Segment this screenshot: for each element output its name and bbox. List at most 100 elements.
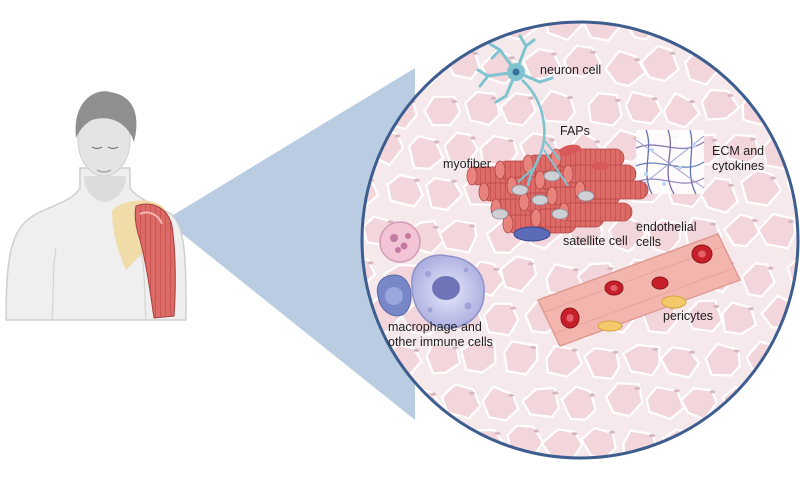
tissue-cell (419, 430, 459, 458)
tissue-nucleus (791, 303, 798, 307)
myofiber-end (546, 186, 558, 206)
tissue-nucleus (571, 432, 578, 436)
tissue-nucleus (652, 12, 658, 15)
tissue-cell (560, 385, 598, 422)
tissue-cell (756, 212, 797, 250)
tissue-nucleus (688, 9, 694, 12)
tissue-nucleus (527, 262, 534, 266)
tissue-nucleus (753, 57, 759, 62)
myonucleus (531, 194, 549, 206)
tissue-cell (739, 22, 784, 45)
tissue-cell (362, 430, 381, 458)
tissue-nucleus (430, 392, 437, 396)
tissue-cell (659, 345, 701, 379)
tissue-nucleus (769, 176, 776, 180)
tissue-nucleus (673, 223, 680, 227)
tissue-cell (764, 50, 798, 83)
label-ecm-line1: ECM and (712, 144, 765, 158)
tissue-nucleus (690, 433, 696, 437)
tissue-nucleus (469, 224, 475, 228)
tissue-nucleus (488, 16, 494, 19)
myofiber-end (518, 192, 530, 212)
tissue-nucleus (727, 183, 734, 187)
tissue-nucleus (413, 178, 420, 182)
tissue-cell (704, 342, 741, 377)
tissue-nucleus (713, 304, 720, 308)
tissue-cell (499, 255, 538, 293)
tissue-nucleus (507, 139, 514, 143)
tissue-cell (443, 131, 479, 164)
tissue-cell (587, 92, 623, 127)
tissue-nucleus (490, 96, 497, 100)
label-myofiber: myofiber (443, 157, 491, 171)
tissue-nucleus (371, 436, 377, 440)
tissue-nucleus (770, 435, 777, 439)
tissue-nucleus (549, 138, 555, 142)
tissue-nucleus (711, 138, 718, 142)
tissue-nucleus (468, 391, 475, 395)
tissue-nucleus (609, 430, 616, 434)
tissue-nucleus (749, 137, 756, 141)
zoom-cone (165, 68, 415, 420)
myofiber-bundle-icon (466, 148, 649, 234)
tissue-nucleus (751, 218, 758, 223)
myofiber-end (562, 164, 574, 184)
tissue-nucleus (450, 179, 457, 183)
myofiber-end (534, 170, 546, 190)
tissue-nucleus (790, 388, 797, 392)
tissue-nucleus (651, 97, 658, 101)
tissue-nucleus (451, 99, 458, 104)
tissue-nucleus (733, 349, 740, 353)
tissue-cell (499, 92, 537, 127)
neuron-icon (476, 34, 569, 187)
label-endothelial-line2: cells (636, 235, 662, 249)
tissue-cell (422, 22, 460, 43)
tissue-cell (438, 219, 478, 254)
tissue-nucleus (774, 348, 780, 352)
tissue-nucleus (448, 435, 455, 439)
myofiber-end (478, 182, 490, 202)
tissue-cell (776, 22, 798, 45)
tissue-cell (521, 386, 560, 419)
myonucleus (543, 170, 561, 182)
tissue-nucleus (729, 11, 735, 14)
tissue-cell (604, 382, 644, 418)
tissue-nucleus (371, 13, 377, 16)
tissue-nucleus (433, 140, 440, 144)
myofiber-end (494, 160, 506, 180)
tissue-cell (407, 134, 445, 171)
tissue-nucleus (710, 222, 717, 226)
tissue-cell (639, 44, 680, 83)
label-faps: FAPs (560, 124, 590, 138)
tissue-nucleus (432, 225, 439, 229)
tissue-nucleus (573, 10, 579, 13)
tissue-cell (381, 430, 424, 458)
tissue-nucleus (590, 50, 597, 54)
tissue-cell (724, 133, 762, 165)
tissue-cell (463, 90, 502, 127)
tissue-cell (621, 343, 661, 377)
tissue-nucleus (413, 348, 420, 352)
tissue-nucleus (588, 393, 595, 397)
tissue-nucleus (673, 389, 680, 393)
tissue-nucleus (634, 222, 641, 226)
myofiber-end (466, 166, 478, 186)
tissue-cell (381, 22, 420, 40)
myofiber-cylinder (561, 202, 633, 222)
myonucleus (551, 208, 569, 220)
label-macrophage-line2: other immune cells (388, 335, 493, 349)
tissue-nucleus (508, 393, 514, 397)
deltoid-muscle-icon (112, 200, 176, 319)
tissue-nucleus (607, 267, 614, 271)
tissue-nucleus (767, 266, 774, 270)
blood-vessel-icon (536, 233, 742, 347)
tissue-nucleus (567, 96, 573, 100)
tissue-nucleus (793, 55, 798, 59)
tissue-cell (482, 302, 520, 337)
tissue-nucleus (572, 268, 579, 272)
tissue-nucleus (367, 261, 374, 265)
tissue-nucleus (571, 348, 578, 352)
tissue-cell (700, 88, 741, 121)
label-ecm-line2: cytokines (712, 159, 765, 173)
label-satellite-cell: satellite cell (563, 234, 628, 248)
